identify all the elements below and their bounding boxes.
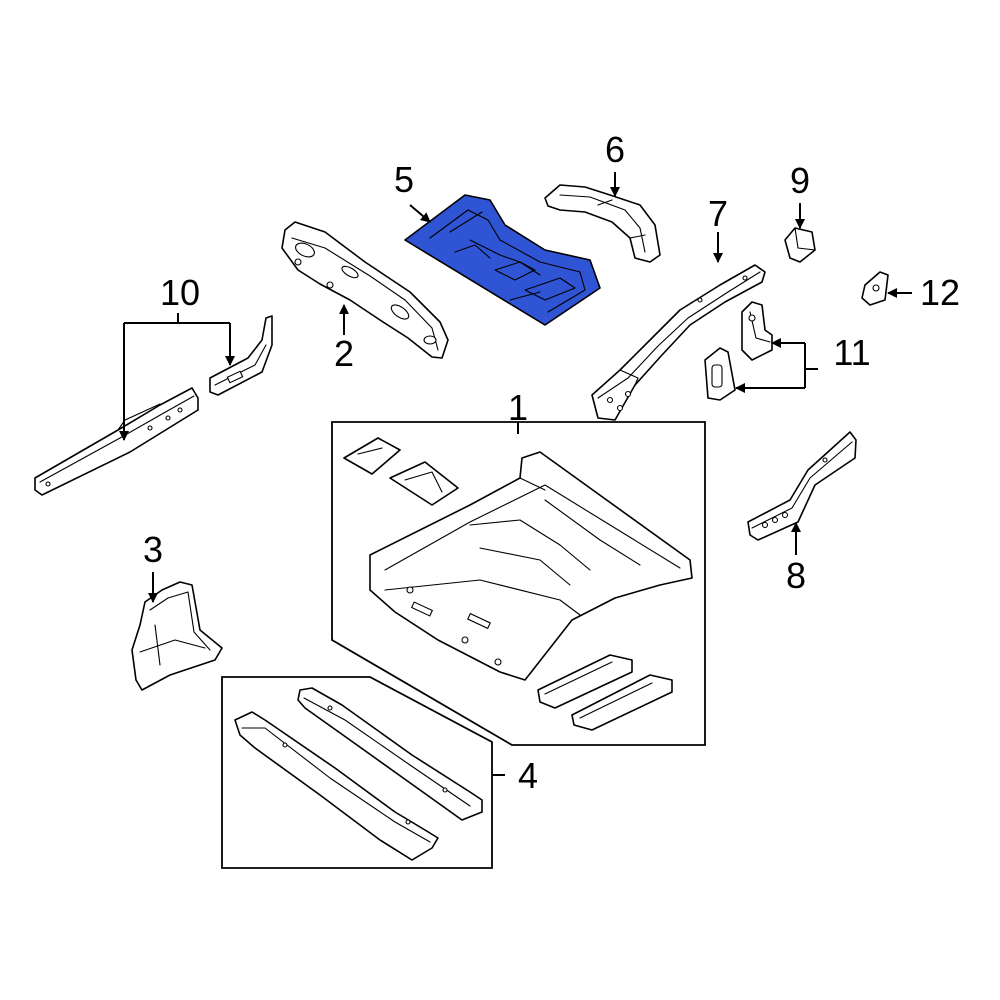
part-10-bracket[interactable]	[209, 315, 273, 396]
part-1-small-bracket-b[interactable]	[389, 461, 459, 506]
part-4-sill-lower[interactable]	[234, 711, 439, 861]
part-6-rail-extension[interactable]	[544, 184, 661, 263]
part-4-group	[221, 676, 493, 869]
part-4-sill-upper[interactable]	[297, 687, 483, 821]
callout-10[interactable]: 10	[160, 272, 200, 313]
callout-7[interactable]: 7	[708, 193, 728, 234]
leader-lines	[119, 172, 912, 776]
part-2-crossmember[interactable]	[281, 221, 449, 359]
part-8-rear-rail-lower[interactable]	[747, 431, 857, 541]
part-11-lower-bracket[interactable]	[704, 347, 736, 401]
callout-3[interactable]: 3	[143, 529, 163, 570]
part-1-crossmember-a[interactable]	[537, 654, 633, 709]
callout-4[interactable]: 4	[518, 755, 538, 796]
callout-5[interactable]: 5	[394, 159, 414, 200]
part-5-floor-pan-section[interactable]	[404, 194, 601, 326]
part-9-gusset[interactable]	[784, 227, 816, 263]
part-3-wheelhouse-extension[interactable]	[131, 581, 223, 691]
part-1-crossmember-b[interactable]	[571, 674, 673, 731]
part-1-floor-pan[interactable]	[369, 451, 693, 681]
part-12-clip[interactable]	[861, 271, 889, 306]
callout-6[interactable]: 6	[605, 129, 625, 170]
part-11-upper-bracket[interactable]	[741, 301, 773, 361]
part-1-small-bracket-a[interactable]	[343, 437, 401, 475]
callout-2[interactable]: 2	[334, 333, 354, 374]
part-7-rear-rail[interactable]	[591, 264, 766, 421]
callout-9[interactable]: 9	[790, 160, 810, 201]
part-1-group	[331, 421, 706, 746]
part-10-side-rail[interactable]	[34, 387, 199, 496]
callout-1[interactable]: 1	[508, 387, 528, 428]
callout-8[interactable]: 8	[786, 555, 806, 596]
callout-12[interactable]: 12	[920, 272, 960, 313]
callout-labels: 1 2 3 4 5 6 7 8 9 10 11 12	[143, 129, 960, 796]
callout-11[interactable]: 11	[833, 332, 870, 373]
